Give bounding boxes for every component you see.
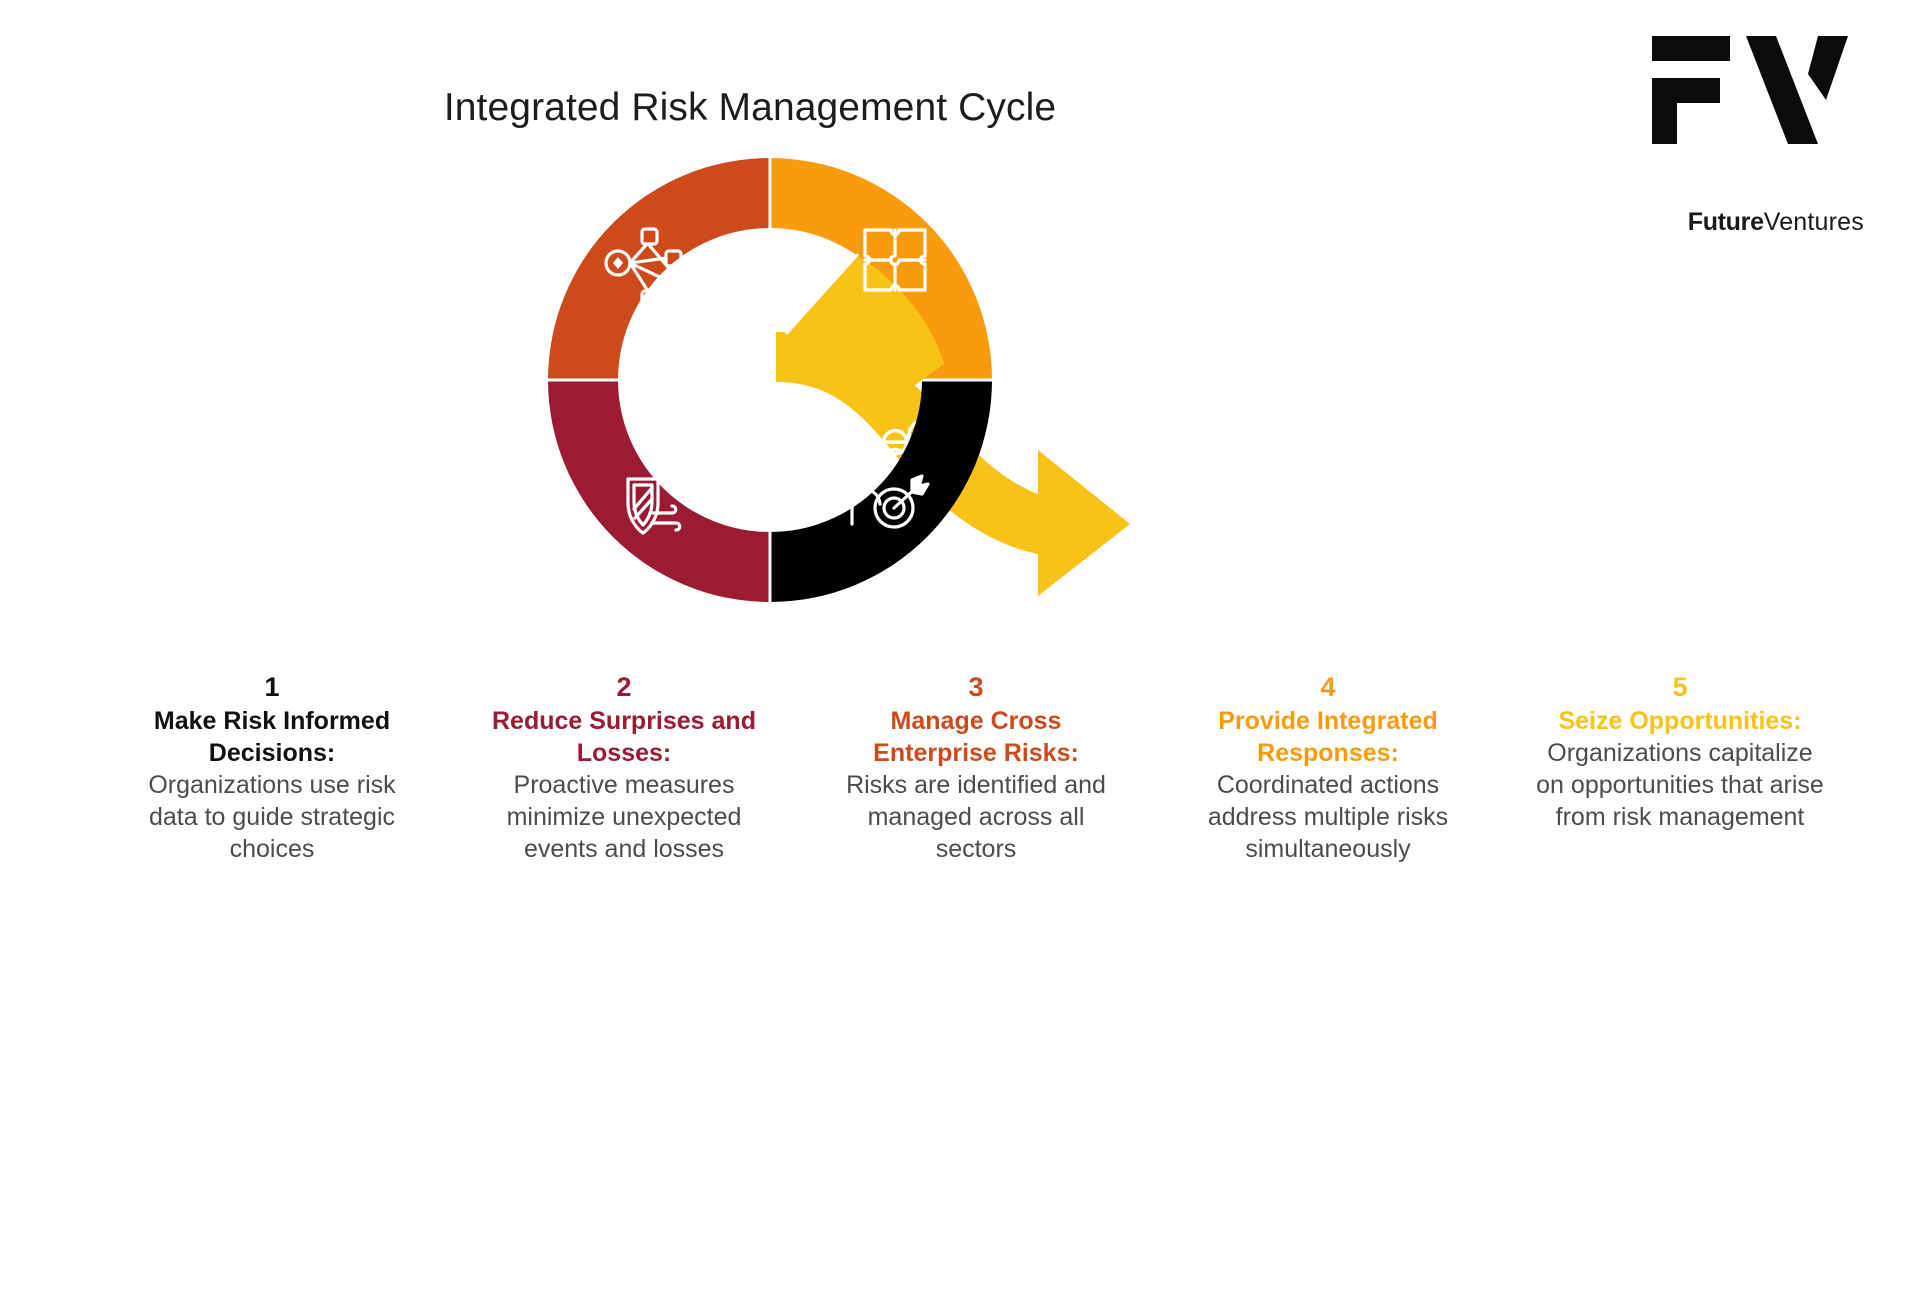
step-heading: Make Risk Informed Decisions:: [153, 706, 391, 767]
step-description: Risks are identified and managed across …: [846, 770, 1106, 863]
step-description: Organizations use risk data to guide str…: [148, 770, 396, 863]
puzzle-pieces-icon: [863, 228, 927, 292]
step-number: 5: [1672, 672, 1688, 702]
logo-word-bold: Future: [1687, 208, 1764, 236]
arrow-ring-divider: [785, 253, 859, 335]
logo-word-light: Ventures: [1763, 208, 1864, 236]
step-item-4: 4 Provide Integrated Responses: Coordina…: [1152, 672, 1504, 865]
logo-wordmark: FutureVentures: [1634, 208, 1864, 237]
fv-monogram-icon: [1650, 34, 1850, 146]
step-heading: Seize Opportunities:: [1558, 706, 1802, 735]
step-item-3: 3 Manage Cross Enterprise Risks: Risks a…: [800, 672, 1152, 865]
steps-legend: 1 Make Risk Informed Decisions: Organiza…: [96, 672, 1856, 865]
step-number: 2: [616, 672, 632, 702]
step-description: Coordinated actions address multiple ris…: [1207, 770, 1449, 863]
step-number: 1: [264, 672, 280, 702]
person-target-icon: [850, 468, 930, 529]
step-item-1: 1 Make Risk Informed Decisions: Organiza…: [96, 672, 448, 865]
shield-wind-icon: [626, 477, 682, 535]
brand-logo: FutureVentures: [1634, 34, 1864, 236]
risk-cycle-donut-chart: [540, 150, 1180, 650]
network-nodes-icon: [604, 227, 683, 308]
step-heading: Reduce Surprises and Losses:: [492, 706, 756, 767]
step-heading: Manage Cross Enterprise Risks:: [873, 706, 1079, 767]
donut-segment-manage-cross-enterprise-risks: [540, 150, 770, 380]
donut-segment-reduce-surprises-and-losses: [540, 380, 770, 620]
arrow-ring-joint: [786, 256, 944, 418]
page-title: Integrated Risk Management Cycle: [443, 86, 1057, 129]
step-description: Proactive measures minimize unexpected e…: [506, 770, 742, 863]
step-item-2: 2 Reduce Surprises and Losses: Proactive…: [448, 672, 800, 865]
step-number: 4: [1320, 672, 1336, 702]
step-number: 3: [968, 672, 984, 702]
step-description: Organizations capitalize on opportunitie…: [1536, 738, 1824, 831]
step-heading: Provide Integrated Responses:: [1218, 706, 1438, 767]
step-item-5: 5 Seize Opportunities: Organizations cap…: [1504, 672, 1856, 833]
